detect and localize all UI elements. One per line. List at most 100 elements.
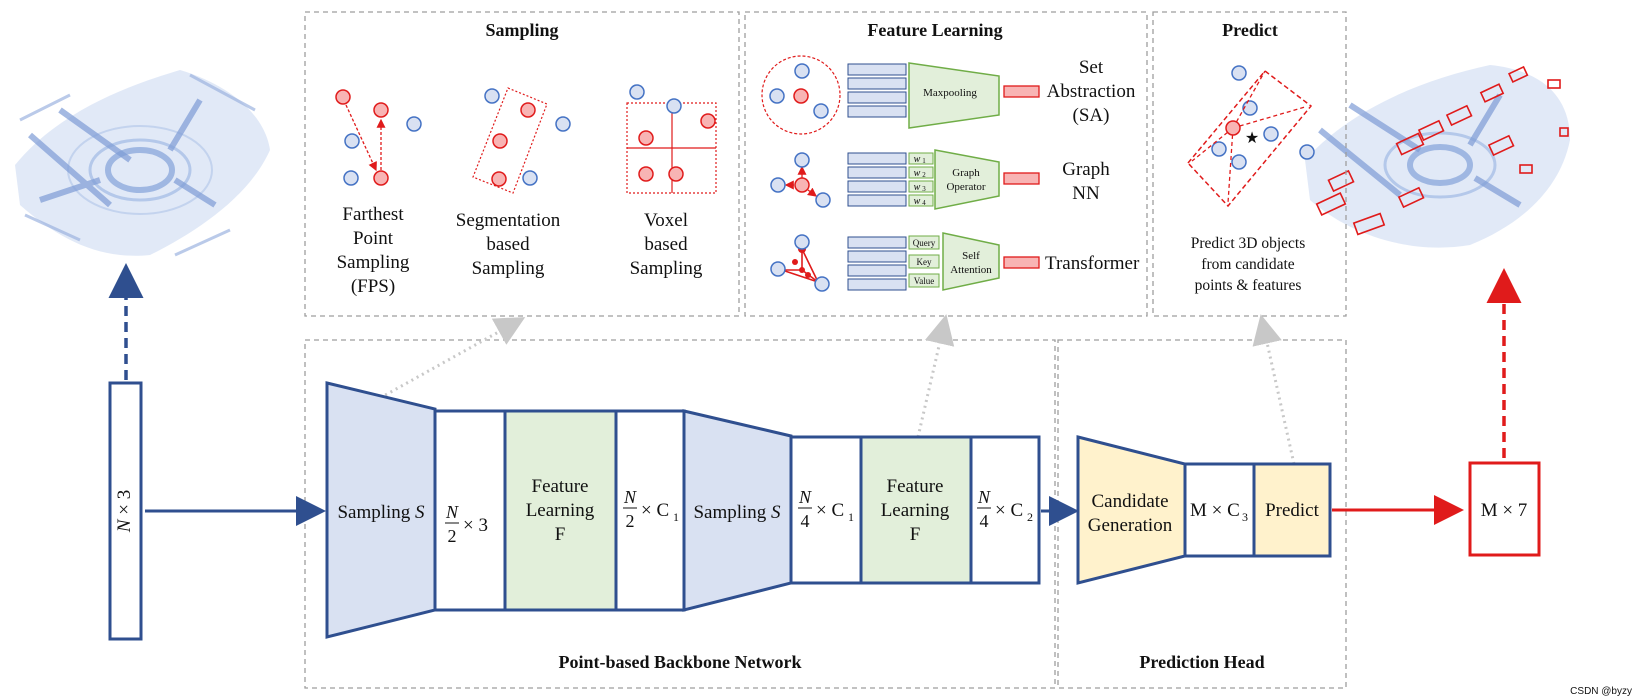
svg-text:× C: × C — [995, 500, 1023, 521]
feature-learning-block-2 — [859, 435, 973, 585]
svg-text:Value: Value — [914, 276, 935, 286]
graph-nn-label: Graph NN — [1062, 159, 1110, 204]
svg-text:Predict 3D objects: Predict 3D objects — [1191, 235, 1306, 252]
predict-panel — [1152, 11, 1347, 317]
sampling-block-2-label: Sampling S — [693, 502, 781, 523]
output-block — [1468, 461, 1541, 557]
svg-text:w: w — [914, 182, 921, 193]
svg-text:N: N — [977, 487, 991, 507]
predict-illustration: ★ — [1187, 65, 1315, 208]
transformer-label: Transformer — [1045, 253, 1140, 274]
feature-block-n4-c1-label: N 4 × C 1 — [798, 487, 854, 531]
svg-text:Query: Query — [913, 238, 936, 248]
feature-block-n4-c2-label: N 4 × C 2 — [977, 487, 1033, 531]
svg-text:1: 1 — [922, 157, 926, 165]
self-attention-label-line1: Self — [962, 250, 980, 262]
feature-learning-block-1-label: Feature Learning F — [526, 476, 595, 545]
prediction-head-title: Prediction Head — [1139, 652, 1264, 672]
svg-text:3: 3 — [1242, 510, 1248, 524]
feature-block-n2-3-label: N 2 × 3 — [445, 502, 488, 546]
svg-text:2: 2 — [626, 511, 635, 531]
graph-output-feature — [1003, 172, 1040, 185]
svg-text:Learning: Learning — [881, 500, 950, 521]
svg-text:Candidate: Candidate — [1091, 491, 1168, 512]
predict-caption: Predict 3D objects from candidate points… — [1191, 235, 1306, 294]
input-block-label: N × 3 — [114, 490, 135, 533]
input-point-cloud-image — [15, 70, 270, 257]
maxpooling-label: Maxpooling — [923, 87, 977, 99]
graph-illustration — [770, 152, 831, 208]
svg-text:2: 2 — [922, 171, 926, 179]
svg-text:Set: Set — [1079, 57, 1104, 78]
input-block — [108, 381, 143, 641]
svg-text:Learning: Learning — [526, 500, 595, 521]
sa-feature-stack — [847, 63, 907, 118]
predict-panel-title: Predict — [1222, 20, 1278, 40]
graph-operator-label-line2: Operator — [946, 181, 985, 193]
feature-block-n4-c2 — [969, 435, 1041, 585]
svg-text:Feature: Feature — [887, 476, 944, 497]
svg-text:2: 2 — [1027, 510, 1033, 524]
svg-text:(FPS): (FPS) — [351, 276, 395, 297]
output-point-cloud-image — [1305, 65, 1570, 248]
svg-text:× C: × C — [816, 500, 844, 521]
svg-text:Abstraction: Abstraction — [1047, 81, 1136, 102]
qkv-boxes: Query Key Value — [908, 235, 940, 288]
svg-text:NN: NN — [1072, 183, 1100, 204]
output-block-label: M × 7 — [1481, 500, 1528, 521]
feature-block-n2-c1 — [614, 409, 686, 612]
svg-text:based: based — [486, 234, 530, 255]
svg-text:points & features: points & features — [1195, 277, 1302, 294]
fps-illustration — [335, 89, 422, 186]
fps-caption: Farthest Point Sampling (FPS) — [337, 204, 410, 297]
watermark: CSDN @byzy — [1570, 686, 1632, 697]
sampling-panel-title: Sampling — [485, 20, 558, 40]
transformer-illustration — [770, 234, 830, 292]
svg-text:Sampling: Sampling — [472, 258, 545, 279]
svg-text:N: N — [798, 487, 812, 507]
voxel-illustration — [626, 84, 717, 194]
svg-text:Feature: Feature — [532, 476, 589, 497]
svg-text:based: based — [644, 234, 688, 255]
svg-text:F: F — [910, 524, 921, 545]
svg-text:× C: × C — [641, 500, 669, 521]
feature-learning-panel — [744, 11, 1148, 317]
svg-text:★: ★ — [1245, 130, 1259, 147]
svg-text:w: w — [914, 154, 921, 165]
svg-text:F: F — [555, 524, 566, 545]
svg-text:Graph: Graph — [1062, 159, 1110, 180]
mc3-block — [1183, 462, 1256, 558]
sampling-block-1-label: Sampling S — [337, 502, 425, 523]
candidate-generation-label: Candidate Generation — [1088, 491, 1173, 536]
svg-text:Sampling: Sampling — [630, 258, 703, 279]
sa-illustration — [761, 55, 841, 135]
sa-label: Set Abstraction (SA) — [1047, 57, 1136, 126]
svg-text:Voxel: Voxel — [644, 210, 688, 231]
svg-text:N: N — [623, 487, 637, 507]
transformer-feature-stack — [847, 236, 907, 291]
feature-panel-title: Feature Learning — [867, 20, 1002, 40]
svg-text:Generation: Generation — [1088, 515, 1173, 536]
self-attention-block — [942, 232, 1000, 291]
sampling-panel — [304, 11, 740, 317]
feature-learning-block-1 — [503, 409, 618, 612]
feature-block-n4-c1 — [789, 435, 863, 585]
graph-operator-label-line1: Graph — [952, 167, 980, 179]
svg-text:Point: Point — [353, 228, 394, 249]
svg-text:M × C: M × C — [1190, 500, 1240, 521]
svg-text:N: N — [445, 502, 459, 522]
predict-block — [1252, 462, 1332, 558]
svg-text:× 3: × 3 — [463, 515, 488, 536]
svg-text:w: w — [914, 168, 921, 179]
mc3-block-label: M × C 3 — [1190, 500, 1248, 524]
svg-text:from candidate: from candidate — [1201, 256, 1295, 273]
svg-text:4: 4 — [922, 199, 926, 207]
segmentation-illustration — [472, 87, 571, 194]
maxpooling-block — [908, 62, 1000, 129]
graph-feature-stack — [847, 152, 907, 207]
svg-text:1: 1 — [673, 510, 679, 524]
svg-text:2: 2 — [448, 526, 457, 546]
svg-text:1: 1 — [848, 510, 854, 524]
backbone-title: Point-based Backbone Network — [558, 652, 801, 672]
voxel-caption: Voxel based Sampling — [630, 210, 703, 279]
